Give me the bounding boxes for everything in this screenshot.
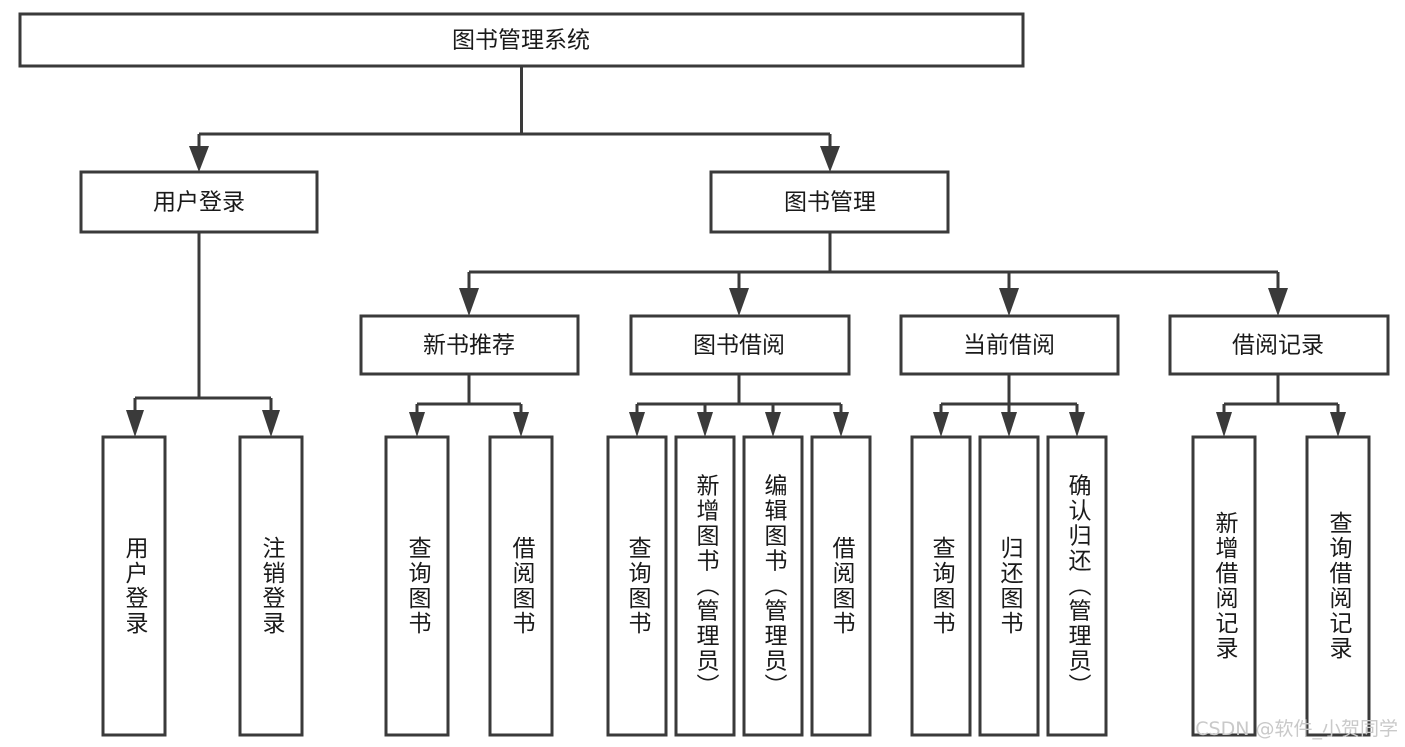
node-leaf-add-book-box[interactable] [674,435,736,737]
node-leaf-user-login-label: 用户登录 [121,536,149,636]
node-book-borrow[interactable]: 图书借阅 [629,314,851,376]
node-book-borrow-label: 图书借阅 [693,333,785,359]
node-leaf-borrow-book-1-box[interactable] [488,435,554,737]
node-user-login-label: 用户登录 [153,190,245,216]
arrowhead-bookmgmt [820,146,840,172]
arrowhead-new-book-recommend [459,288,479,316]
node-leaf-query-book-2[interactable]: 查询图书 [606,435,668,737]
node-leaf-borrow-book-1-label: 借阅图书 [508,536,536,636]
node-leaf-logout-login[interactable]: 注销登录 [238,435,304,737]
node-leaf-add-record[interactable]: 新增借阅记录 [1191,435,1257,737]
node-leaf-edit-book-label: 编辑图书（管理员） [760,474,788,699]
arrowhead-leaf-borrow-book-1 [513,412,529,437]
node-leaf-confirm-return-label: 确认归还（管理员） [1064,474,1092,699]
node-leaf-confirm-return-box[interactable] [1046,435,1108,737]
node-leaf-query-book-1[interactable]: 查询图书 [384,435,450,737]
node-borrow-record[interactable]: 借阅记录 [1168,314,1390,376]
node-leaf-query-record[interactable]: 查询借阅记录 [1305,435,1371,737]
node-leaf-user-login[interactable]: 用户登录 [101,435,167,737]
node-leaf-logout-login-box[interactable] [238,435,304,737]
arrowhead-leaf-confirm-return [1069,412,1085,437]
arrowhead-userlogin [189,146,209,172]
connector-group-user-login [126,232,280,437]
node-leaf-return-book[interactable]: 归还图书 [978,435,1040,737]
node-root[interactable]: 图书管理系统 [18,12,1025,68]
node-leaf-add-book[interactable]: 新增图书（管理员） [674,435,736,737]
arrowhead-leaf-query-record [1330,412,1346,437]
node-leaf-borrow-book-2-label: 借阅图书 [828,536,856,636]
arrowhead-leaf-add-record [1216,412,1232,437]
node-leaf-edit-book[interactable]: 编辑图书（管理员） [742,435,804,737]
node-new-book-recommend-label: 新书推荐 [423,333,515,359]
node-leaf-query-book-3-box[interactable] [910,435,972,737]
node-leaf-return-book-box[interactable] [978,435,1040,737]
node-leaf-borrow-book-2-box[interactable] [810,435,872,737]
node-leaf-edit-book-box[interactable] [742,435,804,737]
node-leaf-query-book-3[interactable]: 查询图书 [910,435,972,737]
node-leaf-logout-login-label: 注销登录 [258,536,286,636]
node-borrow-record-box[interactable] [1168,314,1390,376]
connector-group-root [189,66,840,172]
node-leaf-query-book-2-box[interactable] [606,435,668,737]
node-new-book-recommend[interactable]: 新书推荐 [359,314,580,376]
arrowhead-leaf-return-book [1001,412,1017,437]
node-book-management-label: 图书管理 [784,190,876,216]
node-book-management[interactable]: 图书管理 [709,170,950,234]
arrowhead-leaf-logout-login [262,410,280,437]
node-leaf-add-record-box[interactable] [1191,435,1257,737]
connector-group-book-management [459,232,1288,316]
arrowhead-leaf-add-book [697,412,713,437]
node-leaf-borrow-book-1[interactable]: 借阅图书 [488,435,554,737]
node-root-label: 图书管理系统 [452,28,590,54]
node-current-borrow-label: 当前借阅 [963,333,1055,359]
watermark-label: CSDN @软件_小贺同学 [1195,718,1398,740]
node-leaf-query-book-3-label: 查询图书 [928,536,956,636]
node-leaf-query-book-2-label: 查询图书 [624,536,652,636]
connector-group-current-borrow [933,374,1085,437]
connector-group-borrow-record [1216,374,1346,437]
node-user-login-box[interactable] [79,170,319,234]
arrowhead-leaf-borrow-book-2 [833,412,849,437]
arrowhead-leaf-user-login [126,410,144,437]
node-leaf-query-record-label: 查询借阅记录 [1325,511,1353,661]
node-leaf-add-record-label: 新增借阅记录 [1211,511,1239,661]
node-leaf-query-record-box[interactable] [1305,435,1371,737]
node-leaf-query-book-1-label: 查询图书 [404,536,432,636]
connector-group-book-borrow [629,374,849,437]
node-leaf-user-login-box[interactable] [101,435,167,737]
node-leaf-borrow-book-2[interactable]: 借阅图书 [810,435,872,737]
node-leaf-query-book-1-box[interactable] [384,435,450,737]
node-leaf-add-book-label: 新增图书（管理员） [692,474,720,699]
node-leaf-return-book-label: 归还图书 [996,536,1024,636]
arrowhead-current-borrow [999,288,1019,316]
node-current-borrow-box[interactable] [899,314,1120,376]
node-user-login[interactable]: 用户登录 [79,170,319,234]
arrowhead-leaf-query-book-1 [409,412,425,437]
arrowhead-borrow-record [1268,288,1288,316]
node-new-book-recommend-box[interactable] [359,314,580,376]
arrowhead-leaf-query-book-2 [629,412,645,437]
node-current-borrow[interactable]: 当前借阅 [899,314,1120,376]
node-book-borrow-box[interactable] [629,314,851,376]
arrowhead-leaf-edit-book [765,412,781,437]
node-borrow-record-label: 借阅记录 [1232,333,1324,359]
node-leaf-confirm-return[interactable]: 确认归还（管理员） [1046,435,1108,737]
connector-group-new-book-recommend [409,374,529,437]
node-root-box[interactable] [18,12,1025,68]
arrowhead-leaf-query-book-3 [933,412,949,437]
node-book-management-box[interactable] [709,170,950,234]
arrowhead-book-borrow [729,288,749,316]
